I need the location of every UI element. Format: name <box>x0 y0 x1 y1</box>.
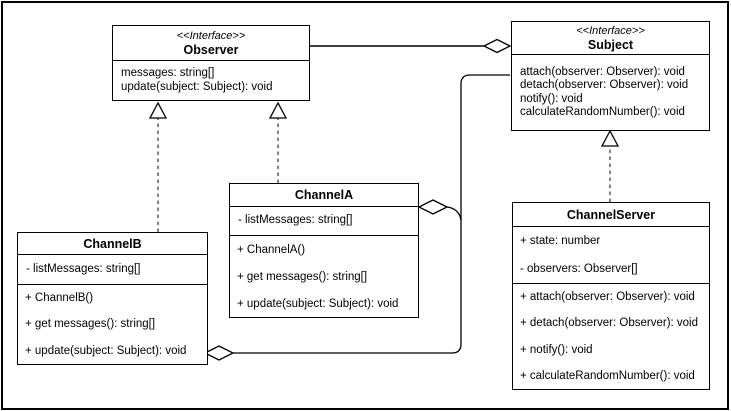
channela-methods: + ChannelA() + get messages(): string[] … <box>230 235 418 317</box>
method-row: + update(subject: Subject): void <box>25 344 187 357</box>
member-row: notify(): void <box>520 92 583 105</box>
channelserver-attributes: + state: number - observers: Observer[] <box>513 226 709 283</box>
attribute-row: - listMessages: string[] <box>26 262 141 275</box>
channela-attributes: - listMessages: string[] <box>230 206 418 235</box>
class-box-subject: <<Interface>> Subject attach(observer: O… <box>511 21 710 131</box>
realization-arrow-channelb-icon <box>148 101 168 119</box>
member-row: attach(observer: Observer): void <box>520 65 685 78</box>
aggregation-diamond-channelb-icon <box>203 345 235 361</box>
method-row: + ChannelB() <box>25 292 94 305</box>
method-row: + get messages(): string[] <box>237 270 368 283</box>
subject-members: attach(observer: Observer): void detach(… <box>512 54 709 130</box>
class-box-channelb: ChannelB - listMessages: string[] + Chan… <box>17 232 208 365</box>
channelb-title: ChannelB <box>83 236 142 251</box>
realization-arrow-channelserver-icon <box>600 129 620 147</box>
method-row: + update(subject: Subject): void <box>237 297 399 310</box>
subject-stereotype: <<Interface>> <box>576 24 645 37</box>
member-row: detach(observer: Observer): void <box>520 79 689 91</box>
member-row: update(subject: Subject): void <box>121 80 273 93</box>
class-box-channela: ChannelA - listMessages: string[] + Chan… <box>229 183 419 318</box>
aggregation-diamond-subject-icon <box>482 38 512 54</box>
realization-arrow-channela-icon <box>268 101 288 119</box>
class-box-channelserver: ChannelServer + state: number - observer… <box>512 202 710 390</box>
class-channelserver-header: ChannelServer <box>513 203 709 226</box>
class-subject-header: <<Interface>> Subject <box>512 22 709 54</box>
method-row: + get messages(): string[] <box>25 318 156 331</box>
channelserver-title: ChannelServer <box>566 207 656 222</box>
channelserver-methods: + attach(observer: Observer): void + det… <box>513 283 709 389</box>
attribute-row: + state: number <box>520 235 601 247</box>
channelb-methods: + ChannelB() + get messages(): string[] … <box>18 284 207 364</box>
channelb-attributes: - listMessages: string[] <box>18 254 207 284</box>
member-row: calculateRandomNumber(): void <box>520 106 685 118</box>
class-channela-header: ChannelA <box>230 184 418 206</box>
edge-channela-subject <box>446 206 462 221</box>
subject-title: Subject <box>587 37 634 52</box>
method-row: + detach(observer: Observer): void <box>520 317 699 330</box>
aggregation-diamond-channela-icon <box>417 199 449 215</box>
attribute-row: - listMessages: string[] <box>238 214 353 227</box>
class-channelb-header: ChannelB <box>18 233 207 254</box>
observer-stereotype: <<Interface>> <box>176 29 246 42</box>
method-row: + attach(observer: Observer): void <box>520 291 695 304</box>
observer-members: messages: string[] update(subject: Subje… <box>113 60 309 100</box>
method-row: + ChannelA() <box>237 243 306 256</box>
method-row: + notify(): void <box>520 343 593 356</box>
attribute-row: - observers: Observer[] <box>520 263 638 275</box>
channela-title: ChannelA <box>294 188 354 202</box>
method-row: + calculateRandomNumber(): void <box>520 369 695 382</box>
member-row: messages: string[] <box>121 67 215 79</box>
observer-title: Observer <box>183 42 239 57</box>
class-observer-header: <<Interface>> Observer <box>113 26 309 60</box>
class-box-observer: <<Interface>> Observer messages: string[… <box>112 25 310 101</box>
